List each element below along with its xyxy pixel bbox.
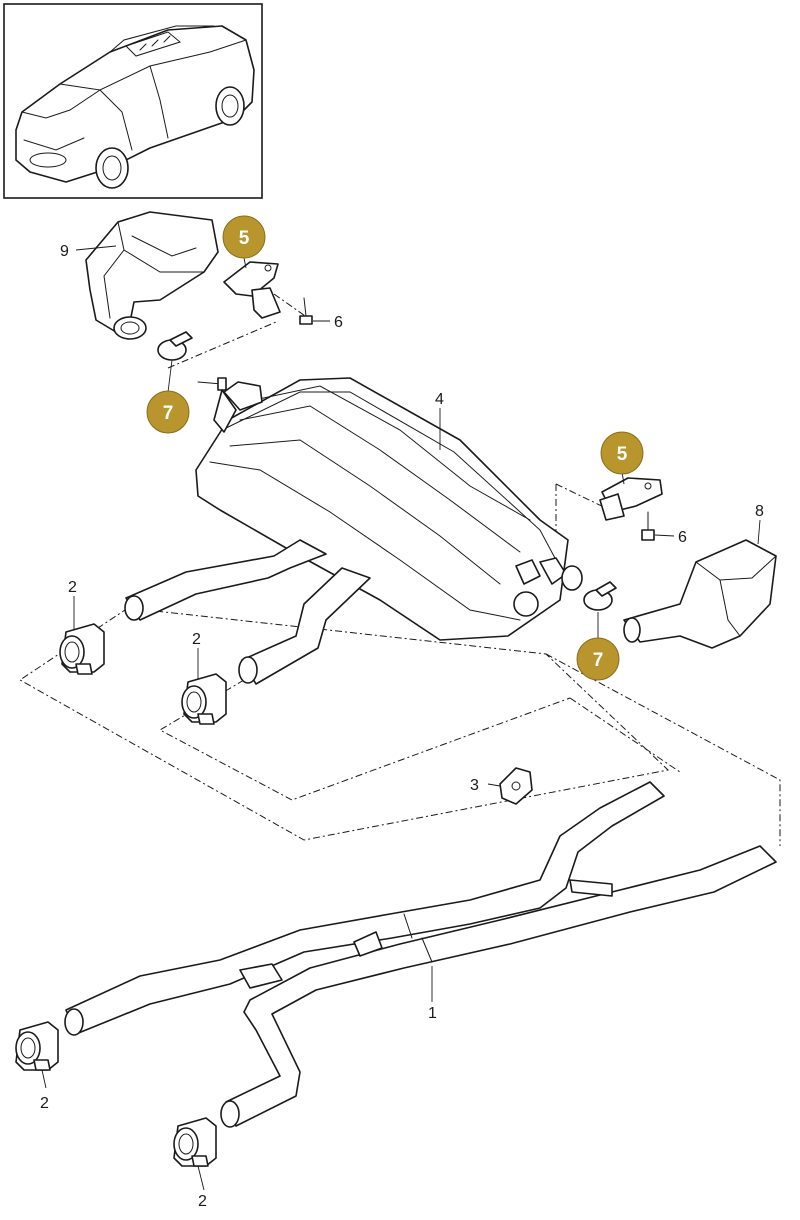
front-pipe-assembly — [64, 781, 777, 1128]
clamp-2-upper-left — [59, 623, 105, 675]
clamp-2-lower-middle — [173, 1117, 217, 1167]
highlight-badges: 5 7 5 7 — [146, 215, 644, 681]
label-part-6-right: 6 — [678, 529, 687, 546]
label-part-2-upper-middle: 2 — [192, 631, 201, 648]
label-part-2-lower-middle: 2 — [198, 1193, 207, 1210]
tailpipe-left — [85, 211, 219, 340]
label-part-1: 1 — [428, 1005, 437, 1022]
label-part-8: 8 — [755, 503, 764, 520]
svg-text:7: 7 — [593, 650, 604, 671]
rubber-mount — [499, 767, 533, 805]
label-part-9: 9 — [60, 243, 69, 260]
part-labels: 9 6 4 6 8 2 2 3 1 2 2 — [40, 243, 764, 1210]
muffler-outlet-pipes — [124, 539, 371, 685]
bolt-muffler-inlet — [197, 377, 227, 391]
clamp-left — [157, 331, 193, 361]
hanger-bracket-left — [223, 261, 281, 319]
clamp-2-lower-left — [15, 1021, 59, 1071]
vehicle-thumbnail — [3, 3, 263, 199]
screw-left — [299, 297, 313, 325]
leader-lines — [41, 245, 761, 1191]
badge-part-7-right: 7 — [576, 637, 620, 681]
clamp-2-upper-middle — [181, 673, 227, 725]
rear-silencer — [195, 377, 583, 641]
screw-right — [641, 511, 655, 541]
label-part-2-lower-left: 2 — [40, 1095, 49, 1112]
svg-text:7: 7 — [163, 403, 174, 424]
label-part-6-left: 6 — [334, 314, 343, 331]
clamp-right — [583, 581, 617, 611]
hanger-bracket-right — [599, 477, 663, 521]
label-part-3: 3 — [470, 777, 479, 794]
badge-part-5-left: 5 — [222, 215, 266, 259]
tailpipe-right — [623, 539, 777, 649]
badge-part-5-right: 5 — [600, 431, 644, 475]
svg-text:5: 5 — [617, 444, 628, 465]
label-part-2-upper-left: 2 — [68, 579, 77, 596]
badge-part-7-left: 7 — [146, 390, 190, 434]
label-part-4: 4 — [435, 391, 444, 408]
svg-text:5: 5 — [239, 228, 250, 249]
